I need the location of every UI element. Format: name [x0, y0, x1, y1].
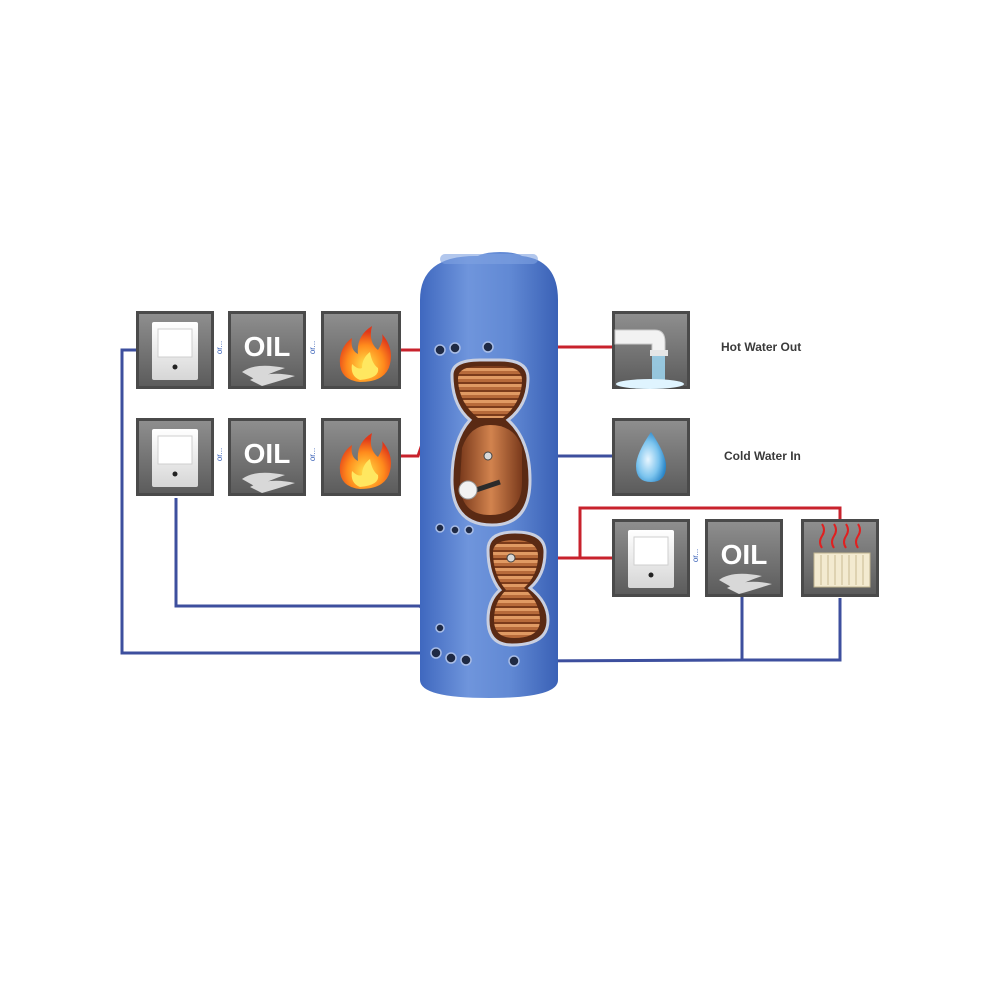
cylinder: [420, 252, 558, 698]
heat-source-row-2: OIL: [136, 418, 401, 496]
fire-tile-1[interactable]: [321, 311, 401, 389]
oil-tile-3[interactable]: OIL: [705, 519, 783, 597]
oil-tile-1[interactable]: OIL: [228, 311, 306, 389]
pipe-fittings: [430, 341, 520, 667]
oil-icon: OIL: [244, 438, 291, 469]
tap-icon: [614, 329, 684, 389]
cold-pipe-boiler-top: [120, 348, 435, 655]
boiler-tile-2[interactable]: [136, 418, 214, 496]
or-separator: or...: [308, 340, 318, 355]
water-drop-icon: [636, 432, 666, 482]
hot-pipe-radiator: [578, 506, 842, 558]
oil-icon: OIL: [244, 331, 291, 362]
hot-water-out-label: Hot Water Out: [721, 340, 802, 354]
cold-water-tile[interactable]: [612, 418, 690, 496]
heat-source-row-1: OIL: [136, 311, 401, 389]
cold-water-in-label: Cold Water In: [724, 449, 801, 463]
radiator-tile[interactable]: [801, 519, 879, 597]
oil-icon: OIL: [721, 539, 768, 570]
immersion-heater: [458, 480, 478, 500]
cold-pipe-radiator: [742, 598, 842, 662]
hot-water-tile[interactable]: [612, 311, 690, 389]
cold-pipe-boiler-mid: [174, 498, 439, 627]
heat-source-row-3: OIL: [612, 519, 879, 597]
boiler-tile-3[interactable]: [612, 519, 690, 597]
or-separator: or...: [691, 548, 701, 563]
boiler-tile-1[interactable]: [136, 311, 214, 389]
or-separator: or...: [215, 447, 225, 462]
or-separator: or...: [215, 340, 225, 355]
or-separator: or...: [308, 447, 318, 462]
fire-tile-2[interactable]: [321, 418, 401, 496]
radiator-icon: [813, 523, 871, 588]
oil-tile-2[interactable]: OIL: [228, 418, 306, 496]
